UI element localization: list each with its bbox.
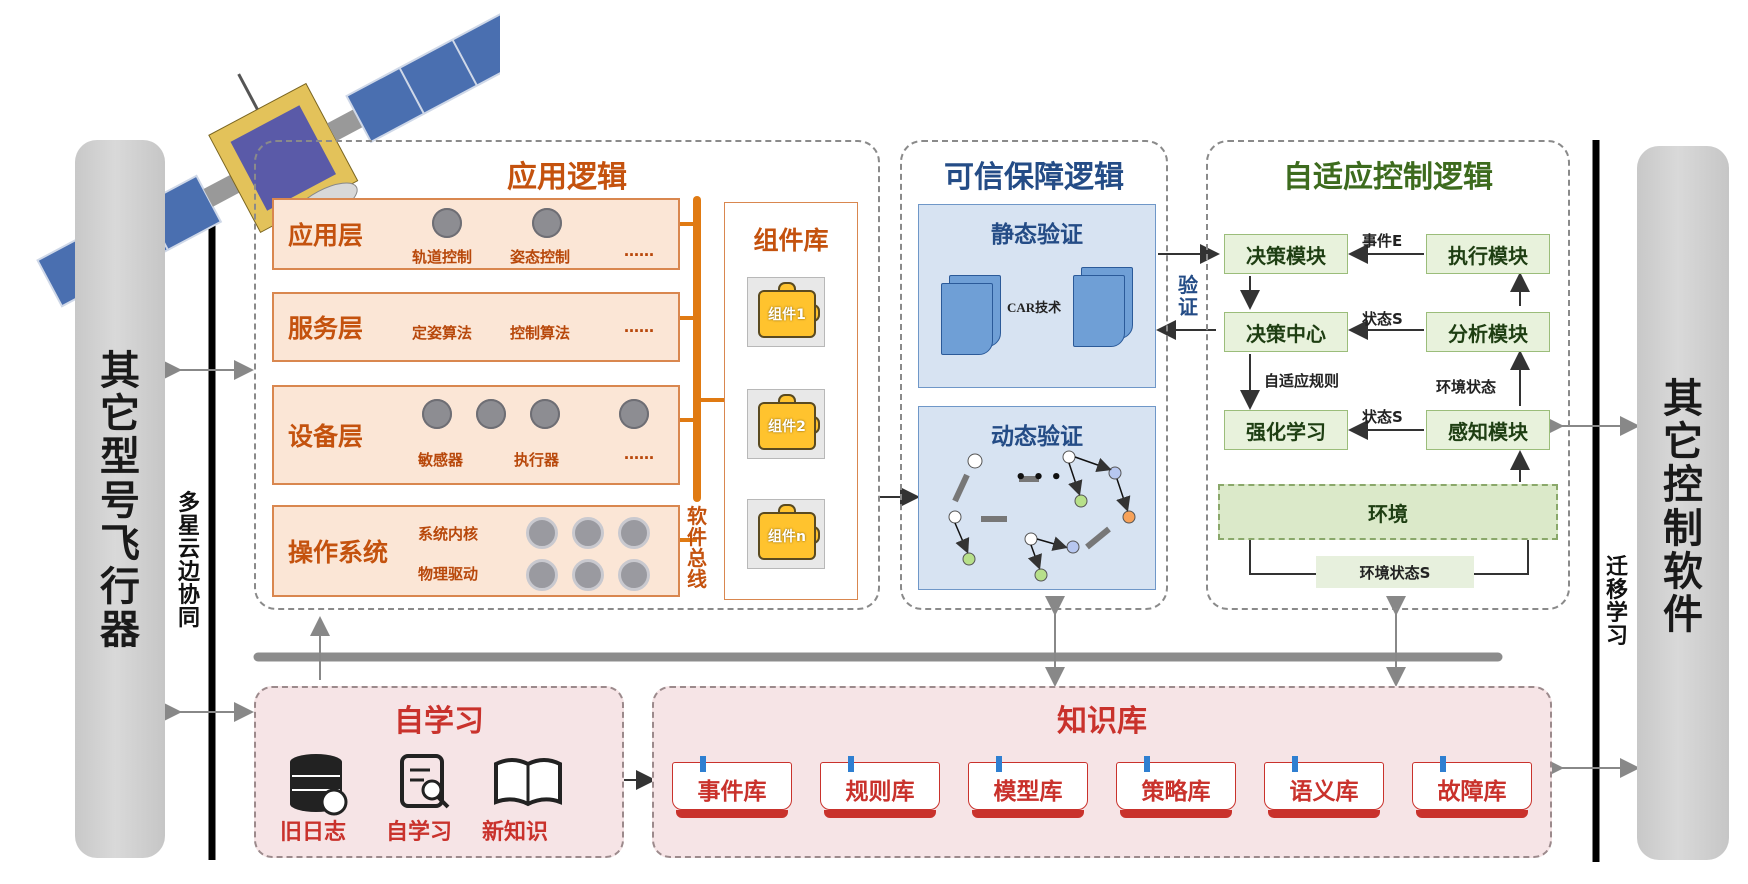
self-learning-item-label: 自学习: [386, 820, 453, 845]
state-label-2: 状态S: [1362, 408, 1403, 426]
event-library-book: 事件库: [672, 756, 792, 818]
chip-icon: [476, 399, 506, 429]
os-layer: 操作系统 系统内核 物理驱动: [272, 505, 680, 597]
old-log-label: 旧日志: [280, 820, 347, 845]
system-kernel-label: 系统内核: [418, 525, 479, 543]
actuator-label: 执行器: [514, 451, 560, 469]
component-2-label: 组件2: [758, 402, 816, 450]
semantic-library-book: 语义库: [1264, 756, 1384, 818]
transfer-learning-label: 迁移学习: [1605, 555, 1628, 650]
perception-module: 感知模块: [1426, 410, 1550, 450]
disk-icon: [526, 559, 558, 591]
document-icon: [1073, 275, 1125, 347]
orbit-control-label: 轨道控制: [412, 248, 473, 266]
static-verification: 静态验证 CAR技术: [918, 204, 1156, 388]
reinforcement-learning: 强化学习: [1224, 410, 1348, 450]
car-tech-label: CAR技术: [1007, 300, 1062, 315]
plug-icon: [619, 399, 649, 429]
service-layer: 服务层 定姿算法 控制算法 ……: [272, 292, 680, 362]
semantic-library-label: 语义库: [1289, 779, 1359, 805]
other-control-software-column: 其它控制软件: [1637, 146, 1729, 860]
other-aircraft-label: 其它型号飞行器: [75, 348, 165, 654]
fault-library-book: 故障库: [1412, 756, 1532, 818]
other-aircraft-text: 其它型号飞行器: [100, 348, 140, 654]
disk-icon: [618, 559, 650, 591]
device-layer-name: 设备层: [288, 422, 364, 451]
other-aircraft-column: 其它型号飞行器: [75, 140, 165, 858]
component-n: 组件n: [747, 499, 825, 569]
model-library-book: 模型库: [968, 756, 1088, 818]
app-logic-title: 应用逻辑: [507, 160, 627, 195]
os-layer-name: 操作系统: [288, 538, 389, 567]
attitude-algorithm-label: 定姿算法: [412, 324, 473, 342]
search-document-icon: [400, 754, 450, 809]
self-learning-panel: 自学习 旧日志 自学习 新知识: [254, 686, 624, 858]
env-state-s-label: 环境状态S: [1316, 556, 1474, 588]
ellipsis-dots: • • •: [1015, 467, 1063, 488]
document-icon: [941, 283, 993, 355]
app-layer-name: 应用层: [288, 221, 364, 250]
physical-driver-label: 物理驱动: [418, 565, 479, 583]
multi-satellite-label: 多星云边协同: [177, 491, 200, 632]
knowledge-base-title: 知识库: [1057, 704, 1147, 739]
state-label-1: 状态S: [1362, 310, 1403, 328]
component-1: 组件1: [747, 277, 825, 347]
disk-icon: [572, 559, 604, 591]
app-layer: 应用层 轨道控制 姿态控制 ……: [272, 198, 680, 270]
component-library-title: 组件库: [753, 226, 829, 255]
fault-library-label: 故障库: [1437, 779, 1507, 805]
execution-module: 执行模块: [1426, 234, 1550, 274]
server-icon: [618, 517, 650, 549]
device-layer-ellipsis: ……: [624, 445, 654, 463]
attitude-control-icon: [532, 208, 562, 238]
analysis-module: 分析模块: [1426, 312, 1550, 352]
model-library-label: 模型库: [993, 779, 1063, 805]
software-bus-label: 软件总线: [687, 504, 707, 591]
component-2: 组件2: [747, 389, 825, 459]
adaptive-logic-panel: 自适应控制逻辑: [1206, 140, 1570, 610]
strategy-library-book: 策略库: [1116, 756, 1236, 818]
adaptive-rules-label: 自适应规则: [1264, 372, 1340, 390]
component-library: 组件库 组件1 组件2 组件n: [724, 202, 858, 600]
app-logic-panel: 应用逻辑: [254, 140, 880, 610]
database-icon: [290, 754, 348, 816]
control-algorithm-label: 控制算法: [510, 324, 571, 342]
env-state-label: 环境状态: [1436, 378, 1497, 396]
component-n-label: 组件n: [758, 512, 816, 560]
service-layer-ellipsis: ……: [624, 318, 654, 336]
component-1-label: 组件1: [758, 290, 816, 338]
knowledge-base-panel: 知识库 事件库 规则库 模型库 策略库 语义库 故障库: [652, 686, 1552, 858]
solar-panel-icon: [422, 399, 452, 429]
dynamic-verification-title: 动态验证: [991, 424, 1083, 450]
trust-logic-title: 可信保障逻辑: [944, 160, 1124, 195]
device-layer: 设备层 敏感器 执行器 ……: [272, 385, 680, 485]
event-label: 事件E: [1362, 232, 1403, 250]
attitude-control-label: 姿态控制: [510, 248, 571, 266]
static-verification-title: 静态验证: [991, 222, 1083, 248]
other-control-software-label: 其它控制软件: [1637, 376, 1729, 638]
decision-module: 决策模块: [1224, 234, 1348, 274]
self-learning-title: 自学习: [394, 704, 484, 739]
strategy-library-label: 策略库: [1141, 779, 1211, 805]
orbit-control-icon: [432, 208, 462, 238]
adaptive-logic-title: 自适应控制逻辑: [1283, 160, 1493, 195]
other-control-software-text: 其它控制软件: [1663, 376, 1703, 638]
server-icon: [526, 517, 558, 549]
sensor-label: 敏感器: [418, 451, 464, 469]
environment: 环境: [1218, 484, 1558, 540]
rule-library-label: 规则库: [845, 779, 915, 805]
app-layer-ellipsis: ……: [624, 242, 654, 260]
state-graph: [948, 450, 1136, 582]
service-layer-name: 服务层: [288, 314, 364, 343]
decision-center: 决策中心: [1224, 312, 1348, 352]
trust-logic-panel: 可信保障逻辑: [900, 140, 1168, 610]
book-icon: [494, 758, 562, 807]
rule-library-book: 规则库: [820, 756, 940, 818]
event-library-label: 事件库: [697, 779, 767, 805]
verify-label: 验证: [1178, 273, 1198, 319]
new-knowledge-label: 新知识: [482, 820, 549, 845]
fan-icon: [530, 399, 560, 429]
server-icon: [572, 517, 604, 549]
dynamic-verification: 动态验证 • • •: [918, 406, 1156, 590]
